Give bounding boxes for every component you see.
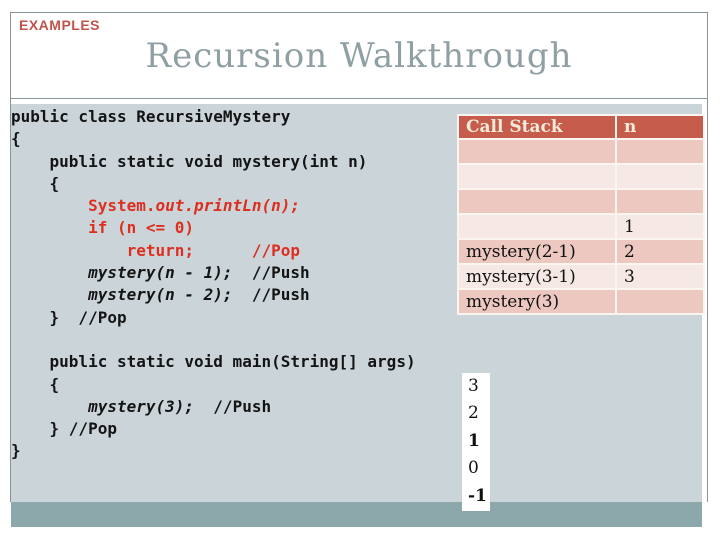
cell-n: 1: [615, 213, 705, 240]
cell-call-stack: [457, 138, 617, 165]
table-header-row: Call Stack n: [457, 114, 705, 140]
code-line: System.out.printLn(n);: [88, 196, 300, 216]
slide-placeholder-frame: [10, 12, 708, 502]
table-row: [457, 188, 705, 215]
code-line: [11, 329, 416, 351]
program-output-strip: 3 2 1 0 -1: [462, 373, 490, 511]
page-title: Recursion Walkthrough: [145, 36, 573, 76]
table-row: [457, 138, 705, 165]
output-value: 2: [468, 403, 479, 424]
table-row: [457, 163, 705, 190]
footer-band: [11, 502, 702, 527]
cell-call-stack: mystery(3-1): [457, 263, 617, 290]
output-value: 3: [468, 376, 479, 396]
cell-call-stack: [457, 213, 617, 240]
code-line: {: [11, 173, 60, 193]
cell-n: [615, 288, 705, 315]
cell-n: 2: [615, 238, 705, 265]
cell-n: [615, 163, 705, 190]
table-row: 1: [457, 213, 705, 240]
cell-n: [615, 138, 705, 165]
table-row: mystery(3-1)3: [457, 263, 705, 290]
cell-call-stack: mystery(3): [457, 288, 617, 315]
code-line: } //Pop: [11, 419, 117, 439]
table-row: mystery(3): [457, 288, 705, 315]
kicker-label: EXAMPLES: [19, 17, 101, 33]
code-line: mystery(n - 2); //Push: [88, 285, 310, 305]
code-line: {: [11, 374, 60, 394]
cell-n: [615, 188, 705, 215]
code-line: }: [11, 441, 21, 461]
table-row: mystery(2-1)2: [457, 238, 705, 265]
code-line: } //Pop: [11, 307, 127, 327]
code-block: public class RecursiveMystery { public st…: [11, 106, 416, 463]
code-line: if (n <= 0): [88, 218, 195, 238]
code-line: return; //Pop: [126, 240, 300, 260]
code-line: {: [11, 129, 21, 149]
header-n: n: [615, 114, 705, 140]
output-value: 1: [468, 430, 480, 451]
code-line: public static void mystery(int n): [11, 151, 368, 171]
cell-call-stack: [457, 163, 617, 190]
code-line: mystery(3); //Push: [88, 396, 272, 416]
cell-n: 3: [615, 263, 705, 290]
output-value: -1: [468, 485, 487, 506]
cell-call-stack: mystery(2-1): [457, 238, 617, 265]
output-value: 0: [468, 458, 479, 479]
code-line: mystery(n - 1); //Push: [88, 263, 310, 283]
code-line: public static void main(String[] args): [11, 352, 416, 372]
header-call-stack: Call Stack: [457, 114, 617, 140]
title-underline: [10, 98, 708, 99]
code-line: public class RecursiveMystery: [11, 107, 291, 126]
cell-call-stack: [457, 188, 617, 215]
